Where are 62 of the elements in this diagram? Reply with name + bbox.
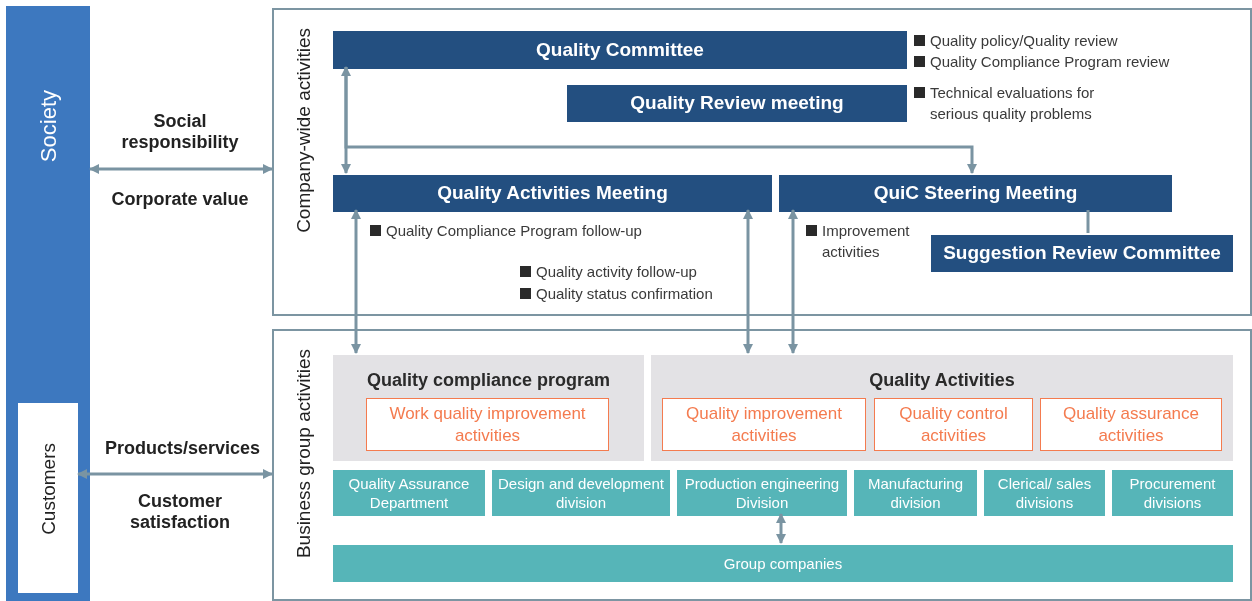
note-text: Quality policy/Quality review <box>930 31 1118 51</box>
node-label: Business group activities <box>292 349 315 559</box>
activity-box <box>366 398 609 451</box>
node-label: Quality assurance activities <box>1061 402 1201 447</box>
node-label: Quality control activities <box>898 402 1009 447</box>
note-text: Technical evaluations for serious quality problems <box>930 83 1096 124</box>
node-label: Work quality improvement activities <box>388 402 587 447</box>
relation-label: Products/services <box>103 438 262 459</box>
activity-panel <box>272 8 1252 316</box>
division-box <box>333 545 1233 582</box>
node-label: Society <box>35 90 62 163</box>
group-panel <box>651 355 1233 461</box>
activity-box <box>874 398 1033 451</box>
node-label: Suggestion Review Committee <box>943 241 1221 266</box>
node-label: Manufacturing division <box>866 474 965 512</box>
activity-panel <box>272 329 1252 601</box>
note-text: Quality Compliance Program follow-up <box>386 221 642 241</box>
connector-arrow <box>743 209 753 354</box>
node-label: Company-wide activities <box>292 28 315 233</box>
node-label: Clerical/ sales divisions <box>996 474 1093 512</box>
connector-arrow <box>351 209 361 354</box>
note-text: Improvement activities <box>822 221 911 262</box>
meeting-box <box>567 85 907 122</box>
connector-arrow <box>344 67 977 174</box>
connector-arrow <box>341 66 351 174</box>
node-label: Group companies <box>723 554 843 573</box>
relation-label: Corporate value <box>110 189 250 210</box>
meeting-box <box>333 31 907 69</box>
meeting-box <box>931 235 1233 272</box>
node-label: Quality Assurance Department <box>347 474 471 512</box>
node-label: Quality Activities <box>868 369 1016 392</box>
relation-label: Customer satisfaction <box>129 491 231 533</box>
node-label: Quality Committee <box>536 37 704 62</box>
meeting-box <box>333 175 772 212</box>
activity-box <box>1040 398 1222 451</box>
note-text: Quality activity follow-up <box>536 262 697 282</box>
connector-arrow <box>788 209 798 354</box>
group-panel <box>333 355 644 461</box>
meeting-box <box>779 175 1172 212</box>
node-label: Customers <box>37 443 60 535</box>
note-text: Quality status confirmation <box>536 284 713 304</box>
node-label: Quality Activities Meeting <box>437 181 668 206</box>
customers-box <box>18 403 78 593</box>
society-band <box>6 6 90 601</box>
node-label: QuiC Steering Meeting <box>873 181 1078 206</box>
node-label: Production engineering Division <box>683 474 841 512</box>
note-text: Quality Compliance Program review <box>930 52 1170 72</box>
connector-arrow <box>89 164 273 174</box>
relation-label: Social responsibility <box>120 111 240 153</box>
connector-arrow <box>776 513 786 544</box>
division-box <box>854 470 977 516</box>
node-label: Quality compliance program <box>365 369 612 392</box>
node-label: Procurement divisions <box>1128 474 1217 512</box>
connector-arrow <box>77 469 273 479</box>
division-box <box>984 470 1105 516</box>
activity-box <box>662 398 866 451</box>
node-label: Design and development division <box>497 474 665 512</box>
division-box <box>333 470 485 516</box>
node-label: Quality Review meeting <box>630 91 844 116</box>
node-label: Quality improvement activities <box>685 402 843 447</box>
division-box <box>1112 470 1233 516</box>
division-box <box>677 470 847 516</box>
